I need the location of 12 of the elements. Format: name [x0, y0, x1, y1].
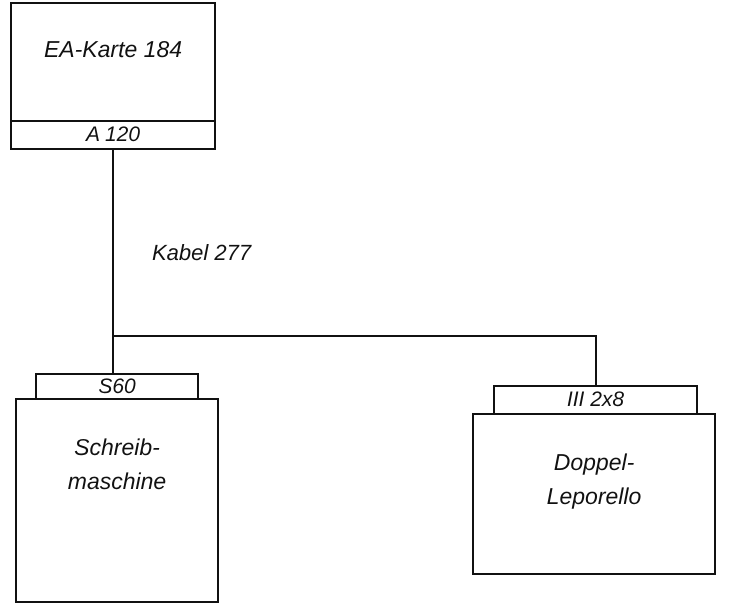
connector-label: III 2x8 — [566, 387, 626, 413]
device-label: Doppel- Leporello — [546, 448, 642, 511]
connector-tab — [10, 120, 216, 150]
connector-label: A 120 — [84, 122, 142, 148]
connector-label: S60 — [97, 375, 137, 398]
device-box — [472, 413, 716, 575]
device-box — [15, 398, 219, 603]
connector-tab — [493, 385, 698, 415]
device-label: EA-Karte 184 — [42, 35, 184, 64]
device-label: Schreib- maschine — [66, 433, 168, 496]
connector-tab — [35, 373, 199, 400]
device-box — [10, 2, 216, 148]
